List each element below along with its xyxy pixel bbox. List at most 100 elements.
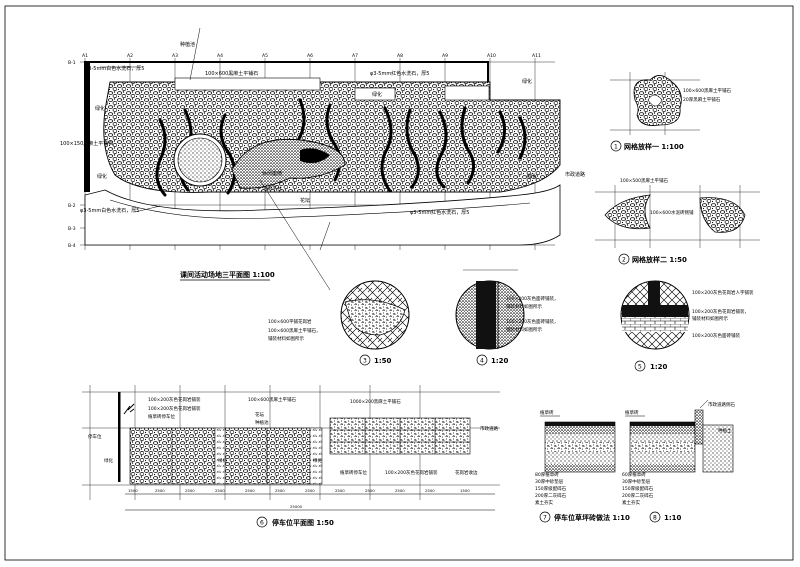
svg-text:2500: 2500 (185, 488, 195, 493)
detail-label: 铺装材料如图所示 (506, 303, 542, 310)
detail-5: 100×200灰色花岗岩人字铺装 100×200灰色花岗岩铺装， 铺装材料如图所… (620, 280, 754, 372)
svg-text:2500: 2500 (305, 488, 315, 493)
svg-text:A8: A8 (397, 53, 403, 59)
layer-label: 80厚植草砖 (535, 471, 559, 478)
dimension-chain: 1500 2500 2500 2500 2500 2500 2500 2500 … (128, 488, 470, 509)
grid-labels-top: A1 A2 A3 A4 A5 A6 A7 A8 A9 A10 A11 (82, 53, 541, 59)
plan-label: 植草砖停车位 (340, 469, 367, 476)
layer-label: 素土夯实 (535, 499, 553, 506)
detail-label: 20厚黑麻土平铺石 (683, 96, 721, 103)
plan-label: 绿化 (104, 457, 113, 464)
plan-label: 100×600黑麻土平铺石 (248, 396, 296, 403)
detail-4: 100×200灰色面砖铺装， 铺装材料如图所示 100×200灰色面砖铺装， 铺… (455, 269, 558, 366)
detail-2: 100×500黑麻土平铺石 100×600水泥砖侧铺 2 网格放样二 1:50 (595, 177, 760, 265)
parking-plan-title: 停车位平面图 1:50 (272, 518, 334, 527)
svg-text:A3: A3 (172, 53, 178, 59)
svg-text:A2: A2 (127, 53, 133, 59)
svg-text:种植土: 种植土 (718, 427, 732, 434)
detail-7: 植草砖 80厚植草砖 30厚中砂垫层 150厚级配碎石 200厚二灰碎石 素土夯… (535, 409, 630, 523)
detail-label: 100×200灰色花岗岩铺装， (692, 308, 749, 315)
detail-1-title: 网格放样一 1:100 (624, 142, 684, 151)
svg-text:1500: 1500 (128, 488, 138, 493)
plan-label: 休闲座椅 (262, 170, 282, 177)
svg-text:B-1: B-1 (68, 60, 76, 66)
sheet-border (4, 5, 794, 561)
grid-labels-left: B-1 B-2 B-3 B-4 (68, 60, 76, 249)
detail-8-title: 1:10 (664, 514, 682, 522)
plan-label: φ3-5mm白色水洗石，厚5 (80, 207, 139, 214)
detail-label: 100×200灰色花岗岩人字铺装 (692, 289, 754, 296)
plan-label: 100×200灰色花岗岩铺装 (385, 469, 438, 476)
svg-text:2: 2 (622, 257, 626, 264)
layer-label: 150厚级配碎石 (622, 485, 654, 492)
svg-text:A5: A5 (262, 53, 268, 59)
plan-label: 花岗岩收边 (455, 469, 478, 476)
detail-label: 100×200灰色面砖铺装， (506, 318, 558, 325)
svg-text:市政道路侧石: 市政道路侧石 (708, 401, 735, 408)
detail-label: 100×200灰色面砖铺装， (506, 295, 558, 302)
plan-label: 市政道路 (480, 425, 498, 432)
plan-label: 1000×200黑麻土平铺石 (350, 398, 401, 405)
svg-text:A9: A9 (442, 53, 448, 59)
plan-label: 停车位 (88, 433, 102, 440)
layer-label: 200厚二灰碎石 (622, 492, 654, 499)
svg-text:2500: 2500 (365, 488, 375, 493)
svg-text:B-4: B-4 (68, 243, 76, 249)
detail-1: 100×600黑麻土平铺石 20厚黑麻土平铺石 1 网格放样一 1:100 (610, 72, 731, 152)
svg-text:B-2: B-2 (68, 203, 76, 209)
main-plan-title: 课间活动场地三平面图 1:100 (180, 270, 275, 279)
plan-label: 100×200灰色花岗岩铺装 (148, 396, 201, 403)
detail-2-title: 网格放样二 1:50 (632, 255, 687, 264)
svg-text:A1: A1 (82, 53, 88, 59)
svg-text:植草砖: 植草砖 (625, 409, 639, 416)
plan-label: 绿化 (95, 105, 105, 112)
svg-text:4: 4 (480, 358, 484, 365)
plan-label: φ3-5mm红色水洗石，厚5 (410, 209, 469, 216)
svg-text:2500: 2500 (275, 488, 285, 493)
plan-label: 100×200灰色花岗岩铺装 (148, 405, 201, 412)
svg-text:A11: A11 (532, 53, 541, 59)
parking-plan: 100×200灰色花岗岩铺装 100×200灰色花岗岩铺装 植草砖停车位 100… (82, 385, 500, 528)
svg-text:2500: 2500 (395, 488, 405, 493)
plan-label: 种植池 (255, 419, 269, 426)
plan-label: 绿化 (522, 78, 532, 85)
svg-text:A4: A4 (217, 53, 223, 59)
svg-text:5: 5 (638, 364, 642, 371)
svg-text:1: 1 (614, 144, 618, 151)
svg-text:2500: 2500 (245, 488, 255, 493)
detail-label: 100×600黑麻土平铺石 (683, 87, 731, 94)
svg-text:A6: A6 (307, 53, 313, 59)
detail-label: 100×600平铺花岗岩 (268, 318, 312, 325)
layer-label: 150厚级配碎石 (535, 485, 567, 492)
svg-text:植草砖: 植草砖 (540, 409, 554, 416)
main-plan: A1 A2 A3 A4 A5 A6 A7 A8 A9 A10 A11 B-1 B… (60, 27, 585, 291)
detail-label: 铺装材料如图所示 (506, 326, 542, 333)
svg-text:2500: 2500 (335, 488, 345, 493)
layer-label: 30厚中砂垫层 (622, 478, 651, 485)
plan-label: φ3-5mm红色水洗石，厚5 (370, 70, 429, 77)
plan-label: 花坛 (255, 411, 264, 418)
plan-label: 绿化 (313, 457, 322, 464)
plan-label: 绿化 (372, 91, 382, 98)
svg-text:B-3: B-3 (68, 226, 76, 232)
plan-label: 活动平台 (262, 185, 282, 192)
layer-label: 200厚二灰碎石 (535, 492, 567, 499)
plan-label: 100×600黑麻土平铺石 (205, 70, 258, 77)
detail-label: 100×200灰色面砖铺装 (692, 332, 740, 339)
svg-text:8: 8 (653, 515, 657, 522)
detail-label: 100×500黑麻土平铺石 (620, 177, 668, 184)
detail-7-title: 停车位草坪砖做法 1:10 (554, 513, 630, 522)
svg-text:25000: 25000 (290, 504, 303, 509)
detail-4-title: 1:20 (491, 357, 509, 365)
detail-label: 100×600水泥砖侧铺 (650, 209, 694, 216)
svg-text:A10: A10 (487, 53, 496, 59)
plan-label: 市政道路 (565, 171, 585, 178)
detail-5-title: 1:20 (650, 363, 668, 371)
plan-label: 绿化 (97, 173, 107, 180)
plan-label: 植草砖停车位 (148, 413, 175, 420)
svg-text:1500: 1500 (460, 488, 470, 493)
svg-text:A7: A7 (352, 53, 358, 59)
detail-8: 植草砖 市政道路侧石 种植土 60厚植草砖 30厚中砂垫层 150厚级配碎石 2… (622, 399, 735, 523)
detail-label: 铺装材料如图所示 (692, 315, 728, 322)
svg-text:2500: 2500 (155, 488, 165, 493)
